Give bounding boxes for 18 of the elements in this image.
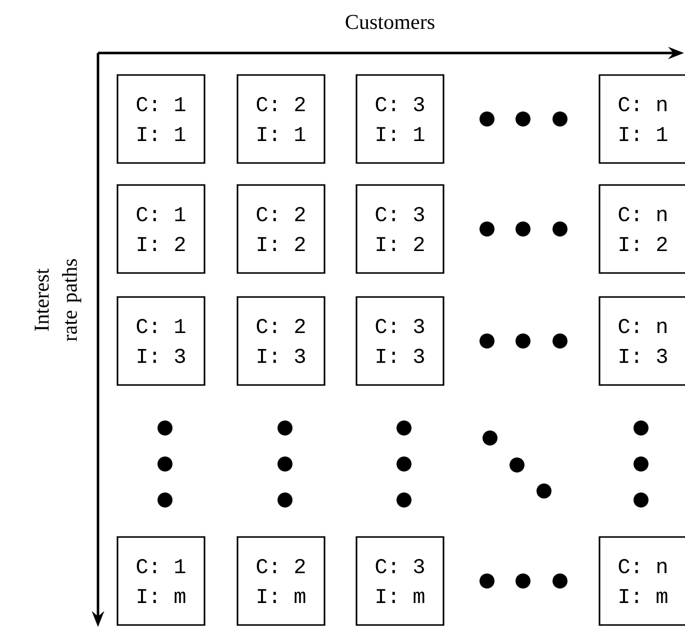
grid-box: C: 1 I: m [116,536,206,626]
grid-box: C: n I: 1 [598,74,685,164]
grid-box: C: n I: m [598,536,685,626]
grid-box: C: 1 I: 2 [116,184,206,274]
grid-box: C: 2 I: m [236,536,326,626]
grid-box: C: 2 I: 3 [236,296,326,386]
axis-label: Interest rate paths [34,259,82,342]
grid-box: C: n I: 3 [598,296,685,386]
grid-box: C: n I: 2 [598,184,685,274]
grid-box: C: 2 I: 1 [236,74,326,164]
grid-box: C: 1 I: 3 [116,296,206,386]
grid-box: C: 3 I: 3 [356,296,444,386]
grid-box: C: 3 I: 1 [356,74,444,164]
axis-label: Customers [346,14,434,30]
grid-box: C: 3 I: m [356,536,444,626]
grid-box: C: 1 I: 1 [116,74,206,164]
grid-box: C: 3 I: 2 [356,184,444,274]
grid-box: C: 2 I: 2 [236,184,326,274]
